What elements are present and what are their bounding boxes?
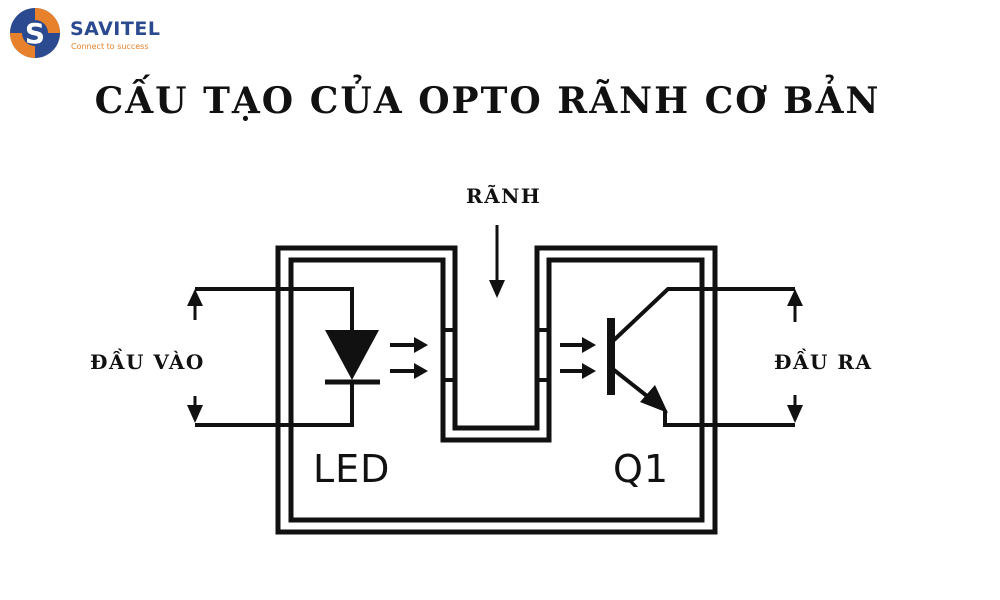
input-wire-top — [195, 287, 354, 330]
input-label: ĐẦU VÀO — [90, 350, 205, 374]
transistor-light-arrows — [560, 337, 596, 379]
output-arrows — [787, 289, 803, 423]
housing-outer — [275, 245, 718, 535]
transistor-window — [535, 328, 551, 382]
transistor-label: Q1 — [613, 447, 670, 491]
input-arrows — [187, 289, 203, 423]
slot-label: RÃNH — [466, 184, 542, 208]
page-title: CẤU TẠO CỦA OPTO RÃNH CƠ BẢN — [94, 80, 881, 122]
input-wire-bottom — [195, 382, 354, 427]
output-label: ĐẦU RA — [774, 350, 873, 374]
led-light-arrows — [390, 337, 428, 379]
svg-text:S: S — [25, 17, 45, 50]
brand-tagline: Connect to success — [71, 42, 149, 51]
brand-name: SAVITEL — [70, 18, 161, 40]
led-window — [441, 328, 457, 382]
brand-logo: S SAVITEL Connect to success — [8, 6, 178, 62]
slot-arrow-icon — [489, 225, 505, 298]
led-label: LED — [313, 447, 391, 491]
led-symbol — [325, 330, 380, 385]
logo-s-icon: S — [10, 8, 60, 58]
housing-inner — [288, 257, 705, 523]
transistor-symbol — [607, 287, 795, 427]
